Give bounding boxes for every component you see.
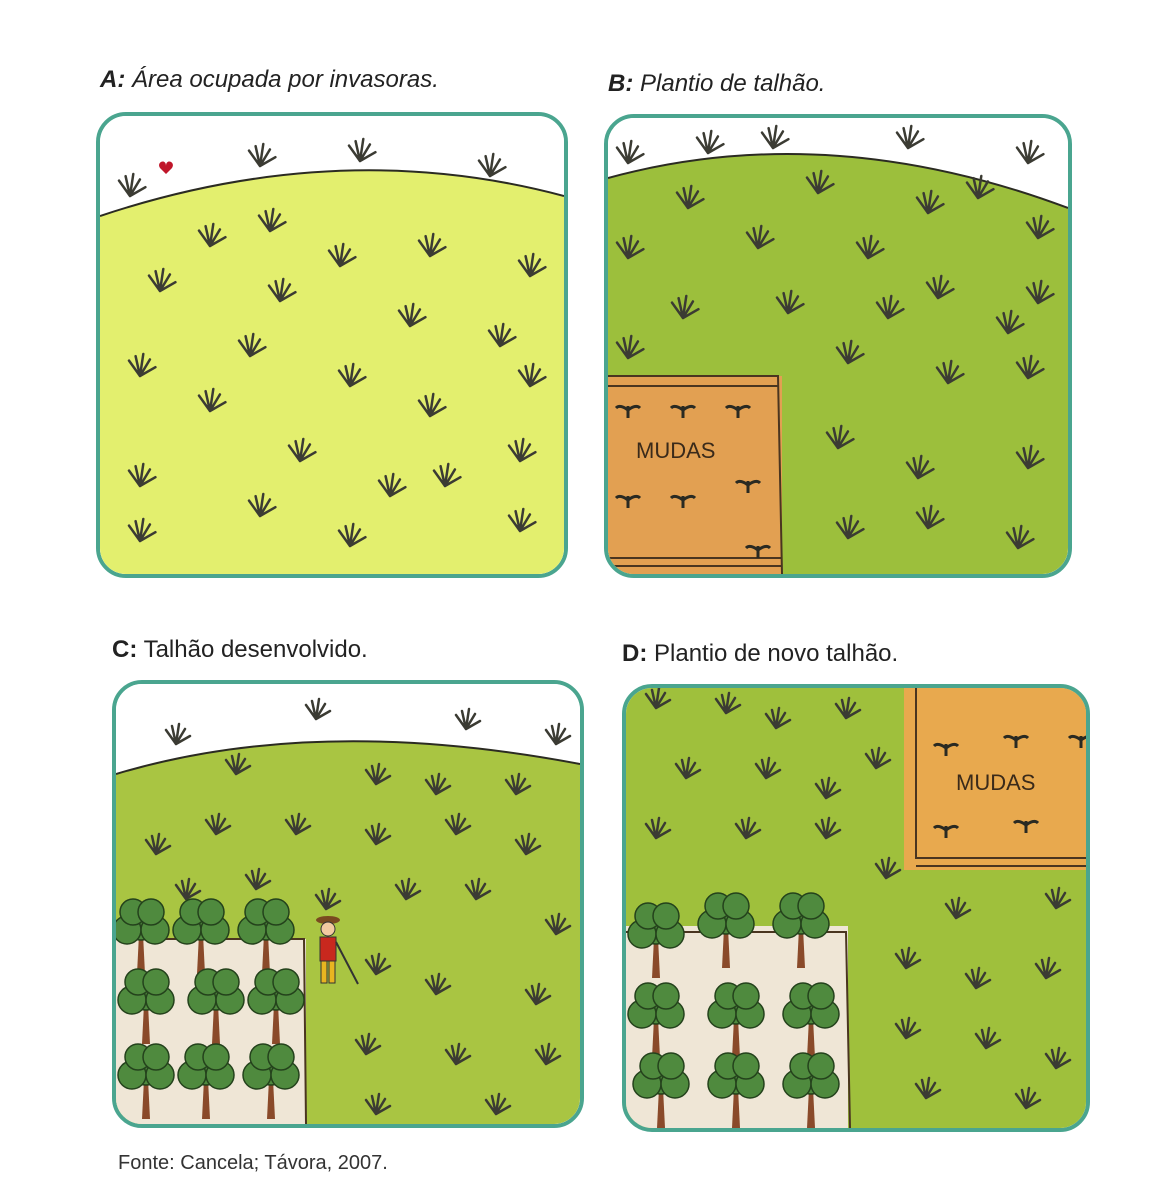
caption-d-letter: D:: [622, 640, 647, 667]
panel-d-illustration: MUDAS: [622, 684, 1090, 1132]
caption-b: B: Plantio de talhão.: [608, 70, 825, 98]
panel-c-illustration: [112, 680, 584, 1128]
caption-a-letter: A:: [100, 66, 125, 93]
hill-field: [100, 170, 564, 574]
tree-crown: [798, 893, 824, 919]
mudas-label: MUDAS: [956, 770, 1035, 795]
tree-crown: [733, 1053, 759, 1079]
caption-b-text: Plantio de talhão.: [640, 70, 825, 97]
panel-b-illustration: MUDAS: [604, 114, 1072, 578]
tree-cluster: [628, 893, 839, 1128]
tree-crown: [273, 969, 299, 995]
caption-a-text: Área ocupada por invasoras.: [132, 66, 439, 93]
tree-crown: [213, 969, 239, 995]
tree-crown: [808, 983, 834, 1009]
panel-a-illustration: [96, 112, 568, 578]
caption-d: D: Plantio de novo talhão.: [622, 640, 898, 668]
tree-crown: [723, 893, 749, 919]
caption-c: C: Talhão desenvolvido.: [112, 636, 368, 664]
tree-crown: [138, 899, 164, 925]
panel-c-scene: [116, 684, 580, 1124]
tree-crown: [198, 899, 224, 925]
tree-crown: [143, 1044, 169, 1070]
tree-crown: [203, 1044, 229, 1070]
caption-c-text: Talhão desenvolvido.: [144, 636, 368, 663]
caption-d-text: Plantio de novo talhão.: [654, 640, 898, 667]
tree-crown: [808, 1053, 834, 1079]
caption-b-letter: B:: [608, 70, 633, 97]
source-credit: Fonte: Cancela; Távora, 2007.: [118, 1152, 388, 1175]
tree-crown: [733, 983, 759, 1009]
tree-crown: [653, 903, 679, 929]
panel-b-scene: MUDAS: [608, 118, 1068, 574]
caption-c-letter: C:: [112, 636, 137, 663]
caption-a: A: Área ocupada por invasoras.: [100, 66, 439, 94]
panel-a-scene: [100, 116, 564, 574]
tree-crown: [263, 899, 289, 925]
tree-crown: [268, 1044, 294, 1070]
panel-d-scene: MUDAS: [626, 688, 1086, 1128]
tree-crown: [653, 983, 679, 1009]
tree-crown: [143, 969, 169, 995]
mudas-label: MUDAS: [636, 438, 715, 463]
tree-crown: [658, 1053, 684, 1079]
